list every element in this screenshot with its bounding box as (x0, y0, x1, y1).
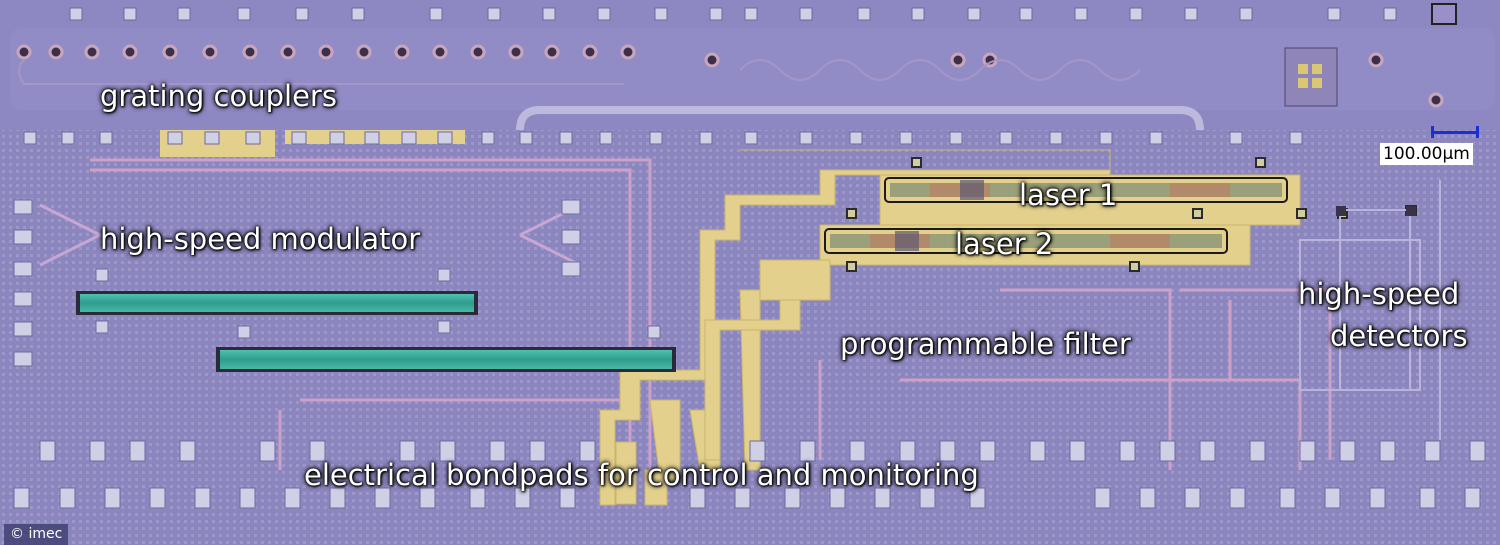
detector-region (1299, 180, 1441, 440)
top-pads (69, 3, 1457, 25)
label-high-speed-detectors-line2: detectors (1330, 319, 1468, 353)
label-programmable-filter: programmable filter (840, 327, 1131, 361)
scale-bar (1431, 126, 1479, 138)
modulator-arm-1 (76, 291, 478, 315)
label-high-speed-detectors-line1: high-speed (1298, 277, 1460, 311)
label-high-speed-modulator: high-speed modulator (100, 222, 421, 256)
modulator-arm-2 (216, 347, 676, 372)
grating-coupler-array (16, 44, 1444, 108)
bondpads-bottom (13, 440, 1486, 509)
copyright-notice: © imec (4, 524, 69, 545)
laser-2-device (824, 228, 1228, 254)
label-laser-2: laser 2 (955, 227, 1054, 261)
label-grating-couplers: grating couplers (100, 79, 337, 113)
label-electrical-bondpads: electrical bondpads for control and moni… (304, 458, 979, 492)
label-laser-1: laser 1 (1019, 178, 1118, 212)
scale-bar-label: 100.00µm (1380, 143, 1473, 165)
laser-1-device (884, 177, 1288, 203)
